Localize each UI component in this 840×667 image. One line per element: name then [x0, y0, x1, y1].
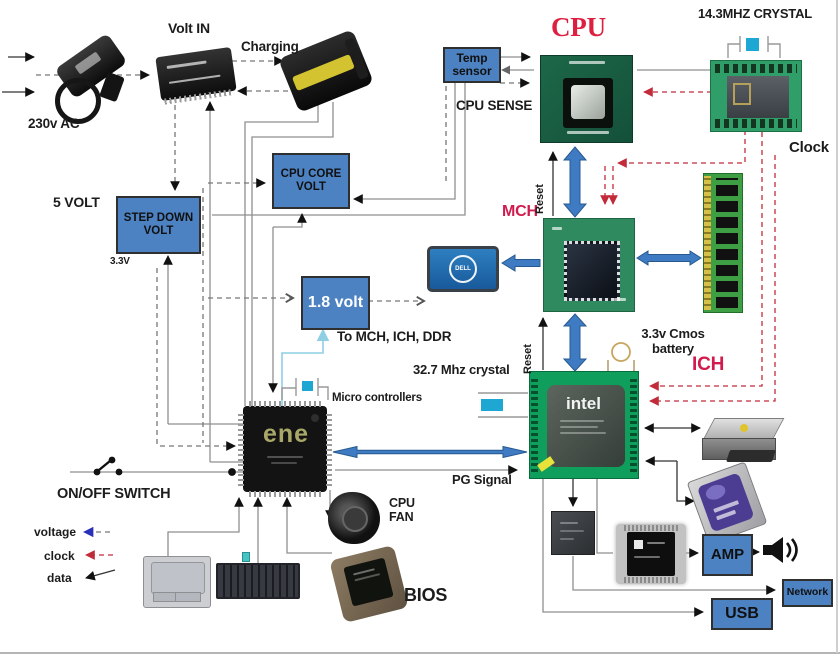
legend-voltage: voltage [34, 525, 76, 539]
legend-clock-label: clock [44, 549, 75, 563]
amp-box: AMP [702, 534, 753, 576]
usb-label: USB [725, 605, 759, 623]
ac-230-label: 230v AC [28, 116, 80, 131]
legend-data: data [47, 571, 72, 585]
mch-chip-image [543, 218, 635, 312]
crystal-327-label: 32.7 Mhz crystal [413, 362, 510, 377]
network-box: Network [782, 579, 833, 607]
usb-box: USB [711, 598, 773, 630]
dell-logo: DELL [455, 266, 471, 272]
cpu-core-volt-label: CPU CORE VOLT [280, 168, 342, 193]
legend-voltage-label: voltage [34, 525, 77, 539]
to-mch-label: To MCH, ICH, DDR [337, 329, 452, 344]
amp-label: AMP [710, 545, 745, 563]
mch-label: MCH [502, 203, 538, 220]
crystal-symbol-32mhz [478, 392, 528, 418]
charging-label: Charging [241, 39, 299, 54]
cpu-core-volt-box: CPU CORE VOLT [272, 153, 350, 209]
one-eight-volt-box: 1.8 volt [301, 276, 370, 330]
micro-controllers-label: Micro controllers [332, 392, 422, 404]
reset-label-bottom: Reset [522, 344, 534, 374]
temp-sensor-label: Temp sensor [452, 50, 492, 78]
clock-label: Clock [789, 139, 829, 156]
touchpad-image [143, 556, 211, 608]
ene-logo: ene [263, 420, 310, 448]
cpu-fan-image [328, 492, 380, 544]
volt-in-label: Volt IN [168, 20, 210, 36]
legend-clock: clock [44, 549, 75, 563]
intel-logo: intel [566, 394, 601, 413]
ich-chip-image: intel [529, 371, 639, 479]
cpu-chip-image [540, 55, 633, 143]
ac-adapter-image [45, 32, 135, 124]
pg-signal-label: PG Signal [452, 472, 512, 487]
network-label: Network [786, 586, 829, 599]
step-down-volt-label: STEP DOWN VOLT [123, 212, 194, 237]
cmos-battery-label: 3.3v Cmos battery [641, 326, 705, 356]
ich-label: ICH [692, 354, 725, 375]
crystal-143-label: 14.3MHZ CRYSTAL [698, 6, 813, 21]
qfn-chip-image [551, 511, 595, 555]
speaker-icon [763, 537, 798, 563]
display-image: DELL [427, 246, 499, 292]
reset-label-top: Reset [534, 184, 546, 214]
crystal-symbol-micro [281, 378, 329, 400]
audio-codec-chip-image [616, 524, 686, 584]
cmos-battery-symbol [607, 342, 635, 374]
crystal-symbol-14mhz [727, 36, 781, 58]
volt-in-chip-image [155, 46, 237, 105]
v33-label: 3.3V [110, 256, 130, 267]
legend-data-label: data [47, 571, 72, 585]
temp-sensor-box: Temp sensor [443, 47, 501, 83]
cpu-sense-label: CPU SENSE [456, 98, 533, 113]
ram-image [703, 173, 743, 313]
cpu-title: CPU [551, 12, 606, 42]
bios-label: BIOS [404, 585, 448, 605]
clock-chip-image [710, 60, 802, 132]
one-eight-volt-label: 1.8 volt [307, 294, 364, 312]
ene-chip-image: ene [238, 401, 332, 497]
five-volt-label: 5 VOLT [53, 194, 100, 210]
keyboard-key-image [242, 552, 250, 562]
cpu-fan-label: CPU FAN [389, 496, 415, 525]
step-down-volt-box: STEP DOWN VOLT [116, 196, 201, 254]
on-off-switch-label: ON/OFF SWITCH [57, 486, 171, 502]
optical-drive-image [701, 418, 785, 466]
keyboard-image [216, 563, 300, 599]
switch-symbol [93, 456, 236, 476]
